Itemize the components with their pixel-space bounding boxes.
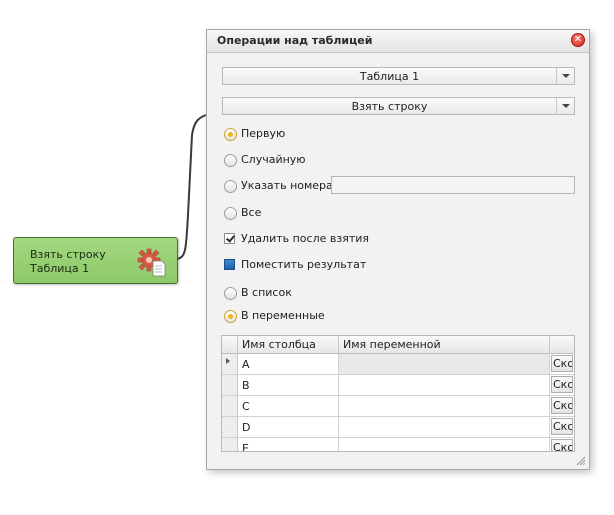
radio-label: Указать номера [241,179,333,192]
radio-button[interactable] [224,180,237,193]
grid-header-corner [222,336,238,354]
radio-button[interactable] [224,207,237,220]
place-result-label: Поместить результат [241,258,367,271]
table-operations-dialog: Операции над таблицей ✕ Таблица 1 Взять … [206,29,590,470]
operation-select-value: Взять строку [351,100,428,113]
row-indicator[interactable] [222,375,238,396]
cell-column-name: C [242,400,250,413]
header-label: Имя переменной [343,338,441,351]
cell-button[interactable]: Ско [550,396,574,417]
gear-document-icon [137,248,166,277]
cell-variable-name[interactable] [339,417,550,438]
node-title: Взять строку [30,248,106,261]
table-select-value: Таблица 1 [359,70,420,83]
node-subtitle: Таблица 1 [30,262,90,275]
resize-grip-icon[interactable] [576,456,586,466]
header-label: Имя столбца [242,338,316,351]
cell-column-name: A [242,358,250,371]
cell-variable-name[interactable] [339,438,550,451]
radio-label: Все [241,206,262,219]
column-mapping-grid[interactable]: Имя столбца Имя переменной A Ско B Ско C… [221,335,575,452]
radio-label: В переменные [241,309,325,322]
operation-select[interactable]: Взять строку [222,97,575,115]
cell-column-name: D [242,421,251,434]
copy-button[interactable]: Ско [551,355,573,372]
row-indicator[interactable] [222,396,238,417]
radio-label: Случайную [241,153,306,166]
place-result-icon[interactable] [224,259,235,270]
close-icon[interactable]: ✕ [571,33,585,47]
row-indicator[interactable] [222,354,238,375]
chevron-down-icon[interactable] [556,98,574,114]
table-select[interactable]: Таблица 1 [222,67,575,85]
dialog-titlebar[interactable]: Операции над таблицей ✕ [207,30,589,53]
dialog-title: Операции над таблицей [217,34,373,47]
radio-button[interactable] [224,287,237,300]
radio-label: Первую [241,127,286,140]
chevron-down-icon[interactable] [556,68,574,84]
radio-label: В список [241,286,292,299]
cell-variable-name[interactable] [339,375,550,396]
radio-button[interactable] [224,128,237,141]
copy-button[interactable]: Ско [551,439,573,451]
grid-header-button [550,336,574,354]
table-row[interactable]: D [238,417,339,438]
row-indicator[interactable] [222,417,238,438]
cell-button[interactable]: Ско [550,354,574,375]
cell-column-name: B [242,379,250,392]
grid-header-variable-name[interactable]: Имя переменной [339,336,550,354]
radio-button[interactable] [224,154,237,167]
copy-button[interactable]: Ско [551,397,573,414]
checkbox-label: Удалить после взятия [241,232,370,245]
row-numbers-input[interactable] [331,176,575,194]
table-row[interactable]: C [238,396,339,417]
copy-button[interactable]: Ско [551,376,573,393]
copy-button[interactable]: Ско [551,418,573,435]
row-pointer-icon [226,358,230,364]
table-row[interactable]: A [238,354,339,375]
row-indicator[interactable] [222,438,238,451]
grid-header-column-name[interactable]: Имя столбца [238,336,339,354]
radio-button[interactable] [224,310,237,323]
cell-button[interactable]: Ско [550,438,574,451]
table-row[interactable]: B [238,375,339,396]
cell-variable-name[interactable] [339,354,550,375]
cell-variable-name[interactable] [339,396,550,417]
cell-column-name: E [242,442,249,452]
checkbox[interactable] [224,233,235,244]
action-node[interactable]: Взять строку Таблица 1 [13,237,178,284]
table-row[interactable]: E [238,438,339,452]
cell-button[interactable]: Ско [550,417,574,438]
cell-button[interactable]: Ско [550,375,574,396]
